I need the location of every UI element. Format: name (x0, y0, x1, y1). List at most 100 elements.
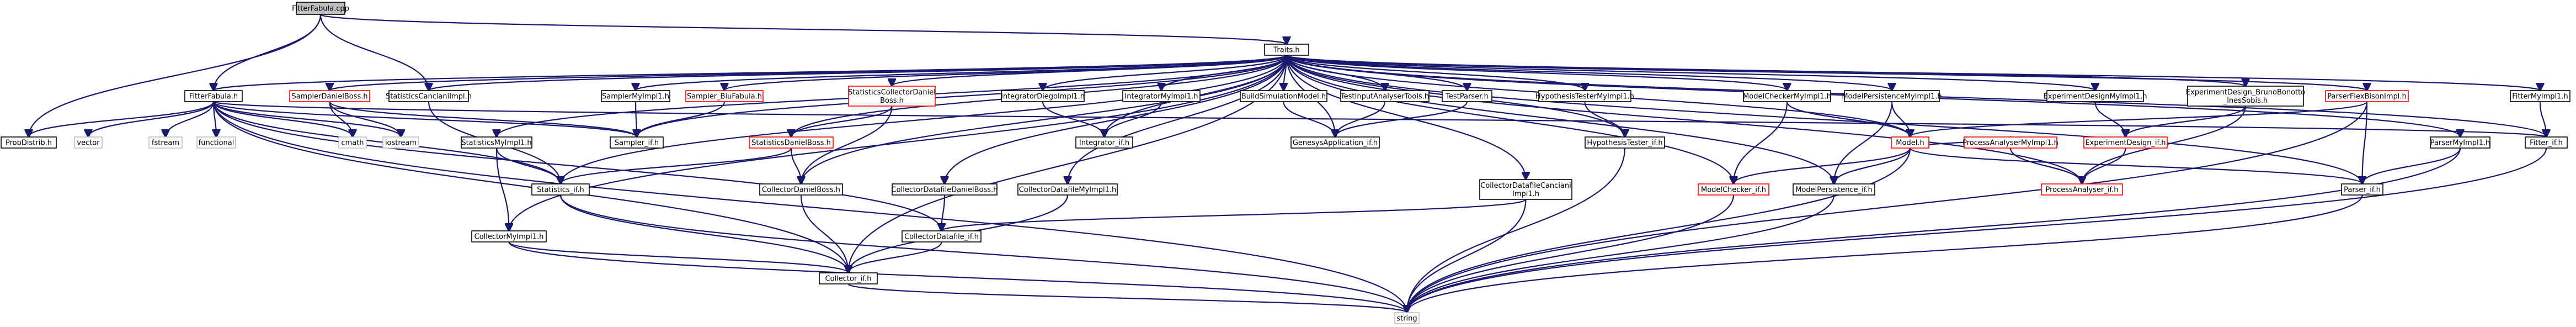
node-sampler_daniel[interactable]: SamplerDanielBoss.h (289, 90, 370, 102)
node-stats_daniel[interactable]: StatisticsDanielBoss.h (749, 136, 834, 149)
node-box-modelchecker_if[interactable] (1698, 183, 1769, 196)
node-box-coll_datafile_canciani[interactable] (1479, 179, 1572, 200)
node-box-coll_datafile_daniel[interactable] (892, 183, 998, 196)
node-box-parser_if[interactable] (2341, 183, 2383, 196)
node-integrator_if[interactable]: Integrator_if.h (1075, 136, 1133, 149)
node-model[interactable]: Model.h (1891, 136, 1929, 149)
node-box-integrator_if[interactable] (1075, 136, 1133, 149)
node-fitter_myimpl[interactable]: FitterMyImpl1.h (2510, 90, 2570, 102)
node-parser_myimpl[interactable]: ParserMyImpl1.h (2430, 136, 2490, 149)
node-integ_diego[interactable]: IntegratorDiegoImpl1.h (1001, 90, 1085, 102)
node-testparser[interactable]: TestParser.h (1442, 90, 1492, 102)
node-procanalyser_myimpl[interactable]: ProcessAnalyserMyImpl1.h (1962, 136, 2058, 149)
node-coll_datafile_if[interactable]: CollectorDatafile_if.h (902, 230, 982, 242)
node-coll_datafile_myimpl[interactable]: CollectorDatafileMyImpl1.h (1017, 183, 1118, 196)
node-box-probdistrib[interactable] (1, 136, 57, 149)
node-box-functional[interactable] (196, 136, 236, 149)
node-box-testinput[interactable] (1340, 90, 1430, 102)
node-cmath[interactable]: cmath (338, 136, 367, 149)
node-coll_myimpl[interactable]: CollectorMyImpl1.h (471, 230, 547, 242)
node-box-procanalyser_myimpl[interactable] (1964, 136, 2057, 149)
node-box-sampler_if[interactable] (610, 136, 664, 149)
node-box-parserflex[interactable] (2325, 90, 2409, 102)
node-fitterfabula_cpp[interactable]: FitterFabula.cpp (292, 2, 349, 15)
node-testinput[interactable]: TestInputAnalyserTools.h (1340, 90, 1430, 102)
node-box-parser_myimpl[interactable] (2430, 136, 2490, 149)
node-hyptester_myimpl[interactable]: HypothesisTesterMyImpl1.h (1535, 90, 1634, 102)
node-box-statistics_if[interactable] (531, 183, 590, 196)
node-statscanciani[interactable]: StatisticsCancianiImpl.h (386, 90, 472, 102)
node-box-fitterfabula_h[interactable] (184, 90, 243, 102)
node-box-model[interactable] (1891, 136, 1929, 149)
node-sampler_if[interactable]: Sampler_if.h (610, 136, 664, 149)
node-statistics_if[interactable]: Statistics_if.h (531, 183, 590, 196)
node-box-collector_if[interactable] (819, 272, 878, 284)
node-box-expdesign_bruno[interactable] (2187, 86, 2304, 107)
node-expdesign_bruno[interactable]: ExperimentDesign_BrunoBonotto_InesSobis.… (2186, 86, 2305, 107)
node-integ_myimpl[interactable]: IntegratorMyImpl1.h (1122, 90, 1201, 102)
node-sampler_biu[interactable]: Sampler_BiuFabula.h (685, 90, 764, 102)
node-box-coll_datafile_myimpl[interactable] (1017, 183, 1118, 196)
node-modelchecker_if[interactable]: ModelChecker_if.h (1698, 183, 1769, 196)
node-parser_if[interactable]: Parser_if.h (2341, 183, 2383, 196)
node-box-fstream[interactable] (148, 136, 183, 149)
node-box-modelpersist_if[interactable] (1793, 183, 1875, 196)
node-iostream[interactable]: iostream (382, 136, 419, 149)
node-coll_datafile_daniel[interactable]: CollectorDatafileDanielBoss.h (892, 183, 998, 196)
node-box-hyptester_myimpl[interactable] (1538, 90, 1631, 102)
node-box-modelpersist_myimpl[interactable] (1844, 90, 1940, 102)
node-parserflex[interactable]: ParserFlexBisonImpl.h (2325, 90, 2409, 102)
node-box-statscanciani[interactable] (388, 90, 469, 102)
node-box-sampler_daniel[interactable] (289, 90, 370, 102)
node-box-fitterfabula_cpp[interactable] (296, 2, 345, 15)
node-box-coll_myimpl[interactable] (471, 230, 547, 242)
node-box-expdesign_if[interactable] (2083, 136, 2168, 149)
node-traits[interactable]: Traits.h (1264, 44, 1309, 56)
node-box-stats_coll_daniel[interactable] (848, 86, 936, 107)
node-box-procanalyser_if[interactable] (2041, 183, 2123, 196)
node-box-modelchecker_myimpl[interactable] (1743, 90, 1831, 102)
node-box-integ_diego[interactable] (1001, 90, 1085, 102)
node-string[interactable]: string (1394, 312, 1420, 324)
node-box-genesys_app[interactable] (1290, 136, 1380, 149)
node-modelpersist_myimpl[interactable]: ModelPersistenceMyImpl1.h (1842, 90, 1942, 102)
node-procanalyser_if[interactable]: ProcessAnalyser_if.h (2041, 183, 2123, 196)
node-hyptester_if[interactable]: HypothesisTester_if.h (1585, 136, 1665, 149)
node-box-iostream[interactable] (382, 136, 419, 149)
node-modelpersist_if[interactable]: ModelPersistence_if.h (1793, 183, 1875, 196)
node-sampler_myimpl[interactable]: SamplerMyImpl1.h (601, 90, 670, 102)
node-box-coll_daniel[interactable] (759, 183, 843, 196)
node-box-testparser[interactable] (1442, 90, 1492, 102)
node-vector[interactable]: vector (74, 136, 103, 149)
node-box-cmath[interactable] (338, 136, 367, 149)
node-box-stats_myimpl[interactable] (461, 136, 532, 149)
node-box-stats_daniel[interactable] (749, 136, 834, 149)
node-stats_myimpl[interactable]: StatisticsMyImpl1.h (461, 136, 532, 149)
node-expdesign_myimpl[interactable]: ExperimentDesignMyImpl1.h (2044, 90, 2147, 102)
node-buildsim[interactable]: BuildSimulationModel.h (1240, 90, 1327, 102)
node-box-fitter_myimpl[interactable] (2510, 90, 2570, 102)
node-box-hyptester_if[interactable] (1585, 136, 1665, 149)
node-box-sampler_myimpl[interactable] (601, 90, 670, 102)
node-fstream[interactable]: fstream (148, 136, 183, 149)
node-box-traits[interactable] (1264, 44, 1309, 56)
node-box-buildsim[interactable] (1240, 90, 1327, 102)
node-fitter_if[interactable]: Fitter_if.h (2525, 136, 2568, 149)
node-box-integ_myimpl[interactable] (1122, 90, 1201, 102)
node-box-fitter_if[interactable] (2525, 136, 2568, 149)
node-box-sampler_biu[interactable] (685, 90, 764, 102)
node-collector_if[interactable]: Collector_if.h (819, 272, 878, 284)
node-functional[interactable]: functional (196, 136, 236, 149)
node-genesys_app[interactable]: GenesysApplication_if.h (1290, 136, 1380, 149)
node-box-vector[interactable] (74, 136, 103, 149)
node-box-string[interactable] (1394, 312, 1420, 324)
node-coll_daniel[interactable]: CollectorDanielBoss.h (759, 183, 843, 196)
node-box-coll_datafile_if[interactable] (902, 230, 982, 242)
node-modelchecker_myimpl[interactable]: ModelCheckerMyImpl1.h (1743, 90, 1831, 102)
node-expdesign_if[interactable]: ExperimentDesign_if.h (2083, 136, 2168, 149)
node-probdistrib[interactable]: ProbDistrib.h (1, 136, 57, 149)
node-box-expdesign_myimpl[interactable] (2046, 90, 2144, 102)
node-fitterfabula_h[interactable]: FitterFabula.h (184, 90, 243, 102)
